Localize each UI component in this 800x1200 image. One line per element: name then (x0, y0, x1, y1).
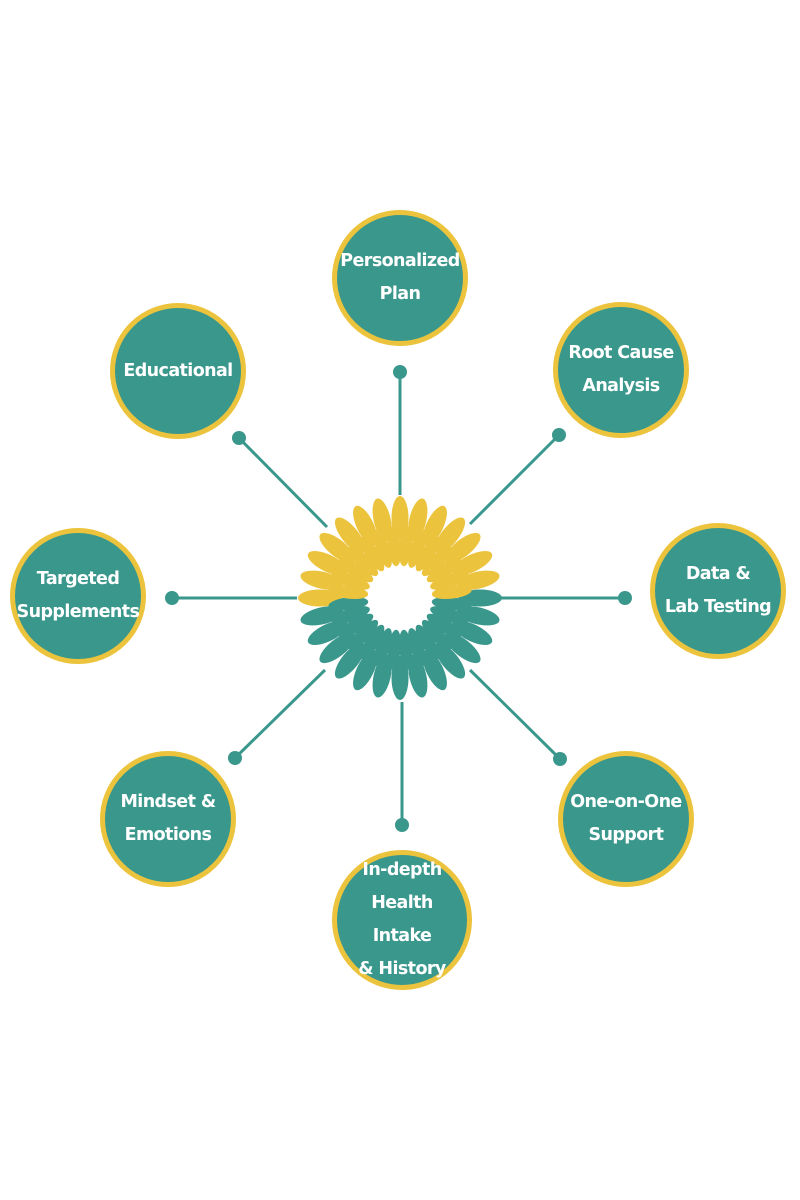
node-label: One-on-One Support (564, 786, 687, 852)
flower-petal (307, 551, 349, 576)
connector-line (468, 668, 562, 761)
flower-petal (434, 642, 466, 679)
connector-dot (228, 751, 242, 765)
sunflower-burst-icon (298, 496, 502, 700)
flower-petal (298, 589, 342, 607)
node-label-line: In-depth (362, 860, 442, 880)
node-label: Targeted Supplements (11, 563, 146, 629)
node-educational: Educational (110, 303, 246, 439)
flower-petal (458, 589, 502, 607)
flower-petal (373, 529, 392, 568)
connector-dot (552, 428, 566, 442)
node-label-line: Data & (685, 564, 751, 584)
node-label: Personalized Plan (334, 245, 465, 311)
node-label-line: Lab Testing (664, 597, 772, 617)
flower-petal (451, 620, 493, 645)
node-label-line: Root Cause (568, 343, 674, 363)
node-label-line: Mindset & (120, 792, 216, 812)
flower-petal (353, 505, 378, 547)
connector-dot (165, 591, 179, 605)
node-label: Root Cause Analysis (562, 337, 679, 403)
flower-petal (391, 496, 409, 540)
flower-petal (348, 619, 379, 650)
flower-petal (348, 546, 379, 577)
flower-petal (338, 558, 374, 583)
flower-petal (426, 613, 462, 638)
flower-petal (434, 517, 466, 554)
node-mindset-emotions: Mindset & Emotions (100, 751, 236, 887)
flower-petal (338, 613, 374, 638)
connector-dot (393, 365, 407, 379)
node-label: In-depth Health Intake & History (337, 854, 467, 986)
node-health-intake-history: In-depth Health Intake & History (332, 850, 472, 990)
node-label-line: Analysis (582, 376, 660, 396)
flower-petal (360, 536, 385, 572)
flower-petal (426, 558, 462, 583)
flower-petal (319, 632, 356, 664)
node-label-line: Health Intake (371, 893, 433, 946)
node-data-lab-testing: Data & Lab Testing (650, 523, 786, 659)
flower-petal (331, 606, 370, 625)
node-label-line: & History (358, 959, 446, 979)
flower-petal (353, 649, 378, 691)
flower-petal (360, 624, 385, 660)
connector-dot (395, 818, 409, 832)
flower-petal (444, 532, 481, 564)
flower-petal (431, 585, 472, 600)
node-label-line: Supplements (16, 602, 140, 622)
flower-petal (391, 656, 409, 700)
flower-petal (307, 620, 349, 645)
flower-petal (408, 628, 427, 667)
node-label-line: Personalized (340, 251, 460, 271)
connector-line (237, 436, 329, 529)
connector-dot (553, 752, 567, 766)
flower-petal (331, 571, 370, 590)
connector-line (468, 433, 561, 526)
node-label: Mindset & Emotions (114, 786, 221, 852)
node-label-line: Emotions (124, 825, 212, 845)
node-label-line: Support (588, 825, 665, 845)
flower-petal (422, 649, 447, 691)
connector-dot (618, 591, 632, 605)
flower-petal (334, 517, 366, 554)
node-one-on-one-support: One-on-One Support (558, 751, 694, 887)
node-personalized-plan: Personalized Plan (332, 210, 468, 346)
flower-petal (421, 546, 452, 577)
node-label-line: Plan (379, 284, 421, 304)
connector-dot (232, 431, 246, 445)
flower-petal (387, 526, 402, 567)
flower-petal (415, 624, 440, 660)
flower-petal (319, 532, 356, 564)
node-label: Educational (117, 355, 238, 388)
flower-petal (415, 536, 440, 572)
connector-line (233, 668, 327, 760)
flower-petal (408, 529, 427, 568)
flower-petal (451, 551, 493, 576)
flower-petal (334, 642, 366, 679)
node-label: Data & Lab Testing (659, 558, 777, 624)
node-label-line: Targeted (36, 569, 120, 589)
flower-petal (373, 628, 392, 667)
flower-center (376, 574, 424, 622)
node-label-line: One-on-One (570, 792, 682, 812)
node-targeted-supplements: Targeted Supplements (10, 528, 146, 664)
flower-petal (444, 632, 481, 664)
flower-petal (398, 629, 413, 670)
node-label-line: Educational (123, 360, 233, 381)
flower-petal (430, 571, 469, 590)
flower-petal (430, 606, 469, 625)
flower-petal (421, 619, 452, 650)
flower-petal (328, 596, 369, 611)
flower-petal (422, 505, 447, 547)
node-root-cause-analysis: Root Cause Analysis (553, 302, 689, 438)
